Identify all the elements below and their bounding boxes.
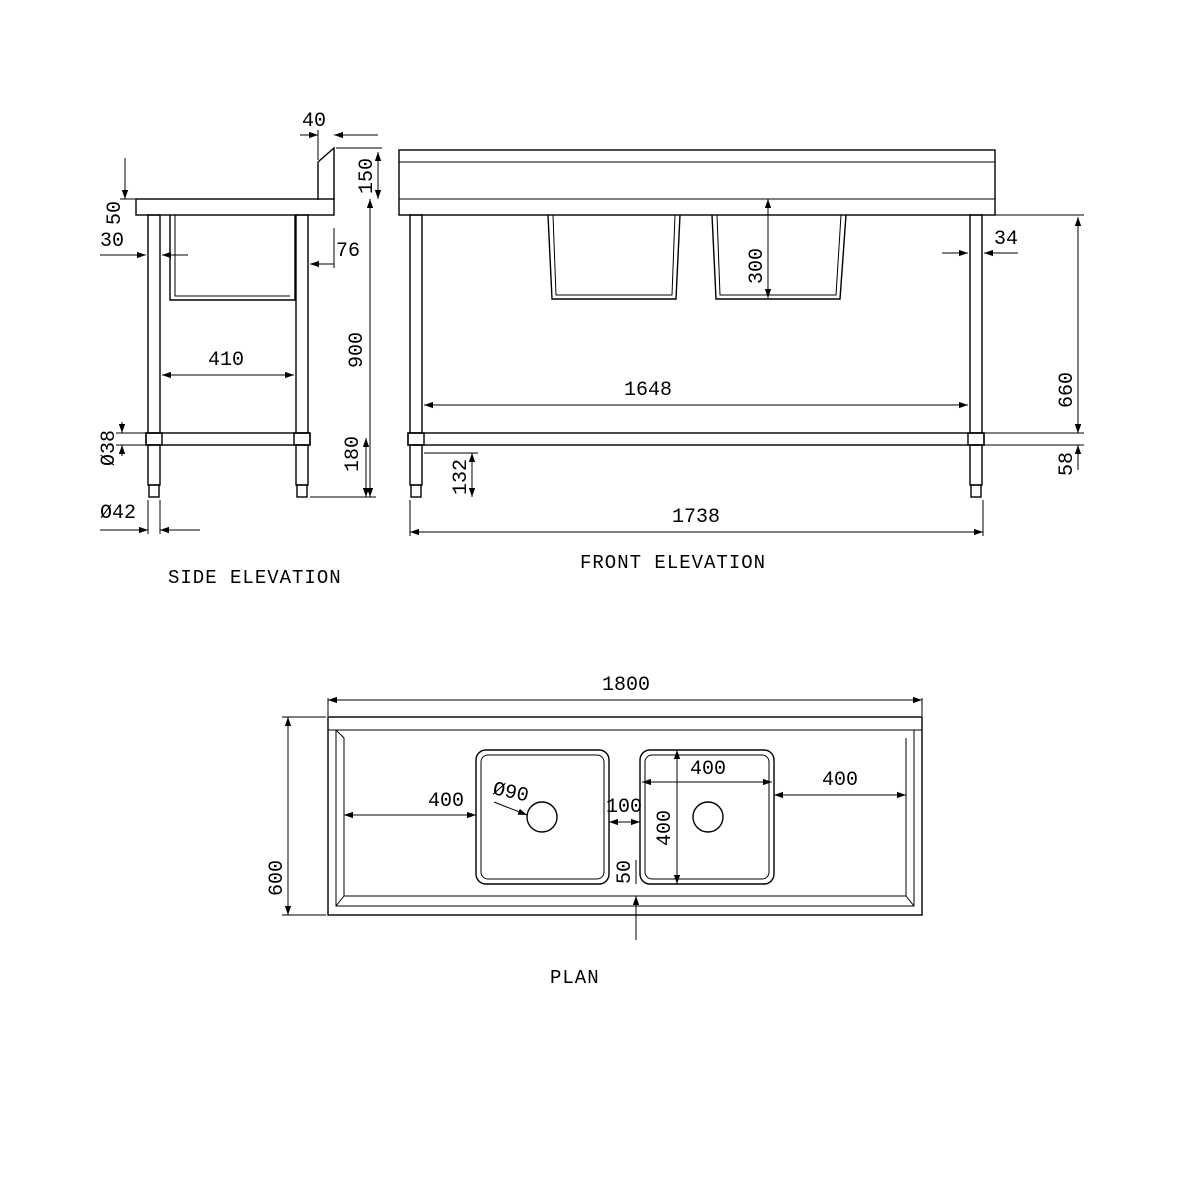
dim-40: 40 [302,110,326,133]
front-elevation: 300 34 660 1648 132 58 1738 FRONT ELEVAT… [398,149,1084,574]
dim-100: 100 [606,796,642,819]
title-front-elevation: FRONT ELEVATION [580,552,766,574]
title-plan: PLAN [550,967,600,989]
dim-1738: 1738 [672,506,720,529]
dim-dia-90: Ø90 [491,778,531,808]
dim-50: 50 [104,201,127,225]
title-side-elevation: SIDE ELEVATION [168,567,342,589]
dim-1648: 1648 [624,379,672,402]
dim-30: 30 [100,230,124,253]
dim-600: 600 [266,860,289,896]
dim-dia-42: Ø42 [100,502,136,525]
dim-410: 410 [208,349,244,372]
dim-300: 300 [746,248,769,284]
dim-dia-38: Ø38 [98,430,121,466]
dim-900: 900 [346,332,369,368]
dim-150: 150 [356,158,379,194]
dim-76: 76 [336,240,360,263]
dim-58: 58 [1056,452,1079,476]
side-elevation: 40 150 50 30 76 410 900 Ø38 180 [98,110,382,589]
dim-1800: 1800 [602,674,650,697]
dim-34: 34 [994,228,1018,251]
dim-400-left: 400 [428,790,464,813]
plan-view: 1800 600 400 Ø90 100 400 400 400 50 PLAN [266,674,923,989]
dim-50-plan: 50 [614,860,637,884]
dim-400-bowl-height: 400 [654,810,677,846]
dim-180: 180 [342,436,365,472]
dim-400-bowl-width: 400 [690,758,726,781]
dim-132: 132 [450,459,473,495]
dim-660: 660 [1056,372,1079,408]
dim-400-right: 400 [822,769,858,792]
